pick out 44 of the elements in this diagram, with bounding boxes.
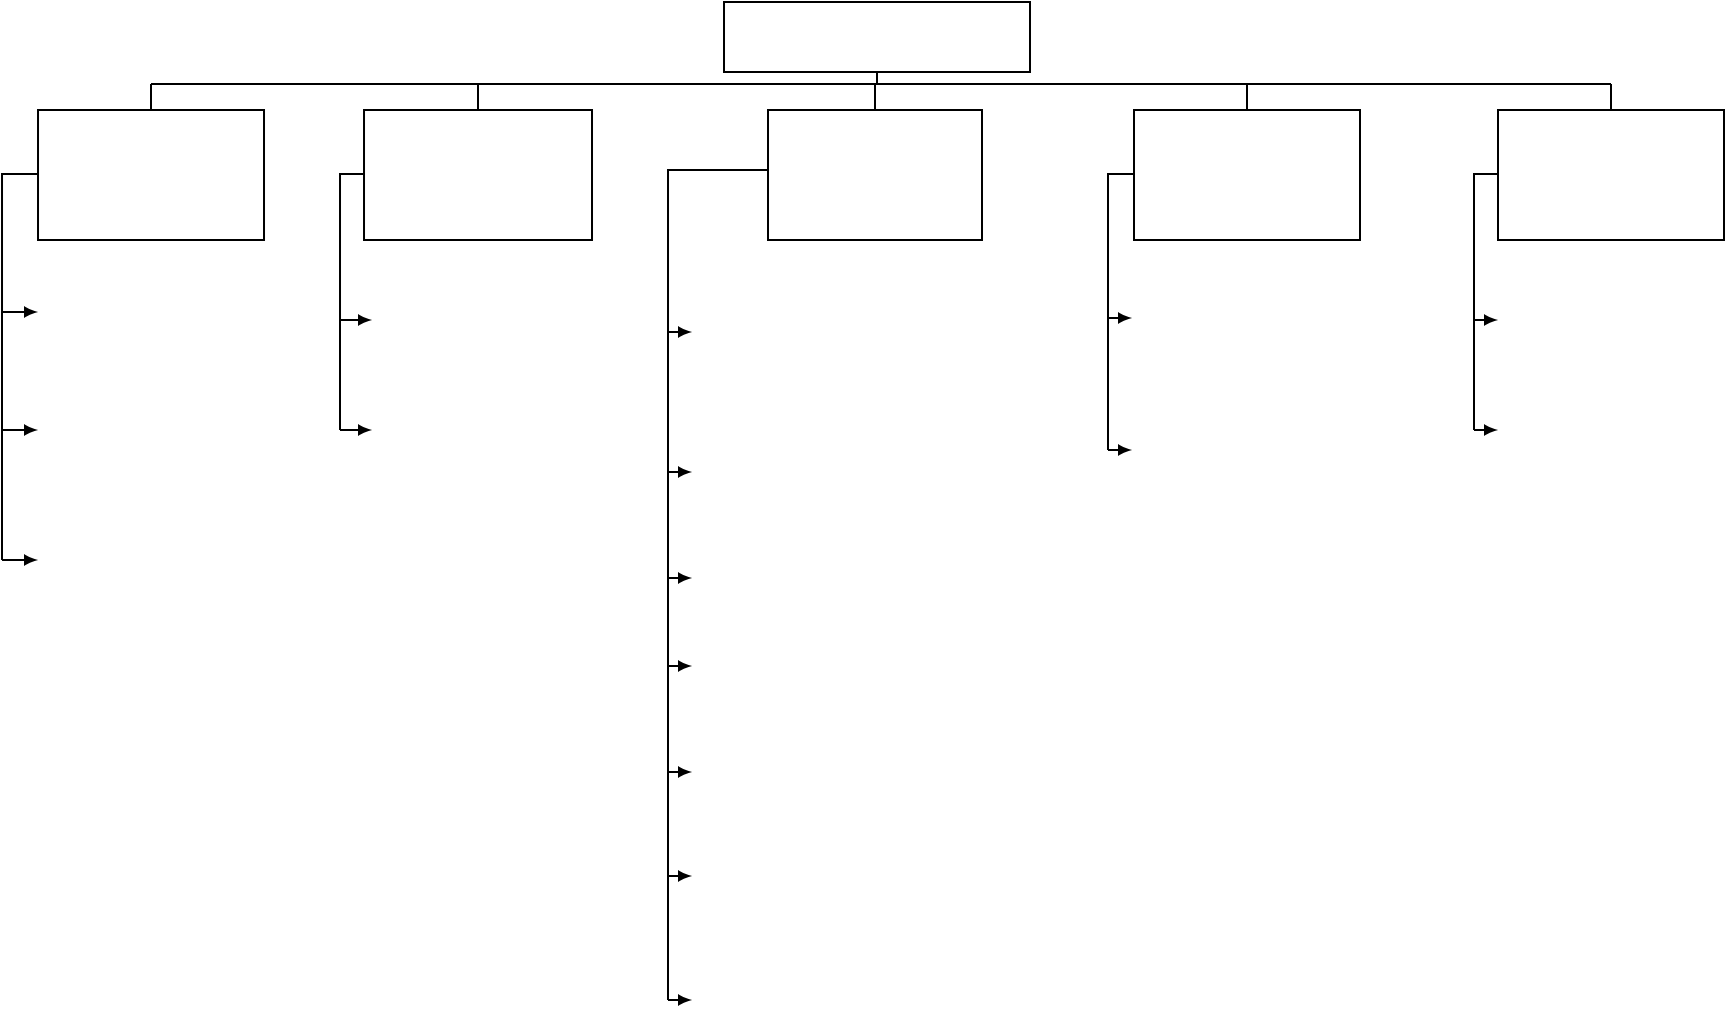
arrow — [1, 554, 36, 566]
connector-line — [1, 429, 3, 561]
arrow — [667, 994, 690, 1006]
connector-line — [667, 665, 669, 773]
connector-line — [1473, 319, 1475, 431]
connector-line — [874, 83, 876, 110]
connector-line — [1107, 173, 1134, 319]
connector-line — [339, 319, 341, 431]
connector-line — [150, 83, 152, 110]
arrow — [667, 870, 690, 882]
connector-line — [667, 331, 669, 473]
arrow — [667, 660, 690, 672]
arrow — [1473, 424, 1496, 436]
connector-line — [667, 771, 669, 877]
connector-line — [150, 72, 1612, 85]
arrow — [1, 306, 36, 318]
arrow — [667, 466, 690, 478]
arrow — [339, 314, 370, 326]
connector-line — [1, 173, 38, 313]
empty-box — [37, 109, 265, 241]
connector-line — [339, 173, 364, 321]
arrow — [667, 572, 690, 584]
empty-box — [723, 1, 1031, 73]
arrow — [1107, 444, 1130, 456]
arrow — [667, 326, 690, 338]
empty-box — [1133, 109, 1361, 241]
connector-line — [667, 875, 669, 1001]
connector-line — [667, 577, 669, 667]
arrow — [1107, 312, 1130, 324]
arrow — [339, 424, 370, 436]
empty-box — [767, 109, 983, 241]
empty-box — [1497, 109, 1725, 241]
connector-line — [667, 169, 768, 333]
arrow — [1473, 314, 1496, 326]
connector-line — [477, 83, 479, 110]
connector-line — [1, 311, 3, 431]
connector-line — [1610, 83, 1612, 110]
connector-line — [667, 471, 669, 579]
connector-line — [1107, 317, 1109, 451]
connector-line — [1246, 83, 1248, 110]
connector-line — [1473, 173, 1498, 321]
arrow — [667, 766, 690, 778]
arrow — [1, 424, 36, 436]
empty-box — [363, 109, 593, 241]
